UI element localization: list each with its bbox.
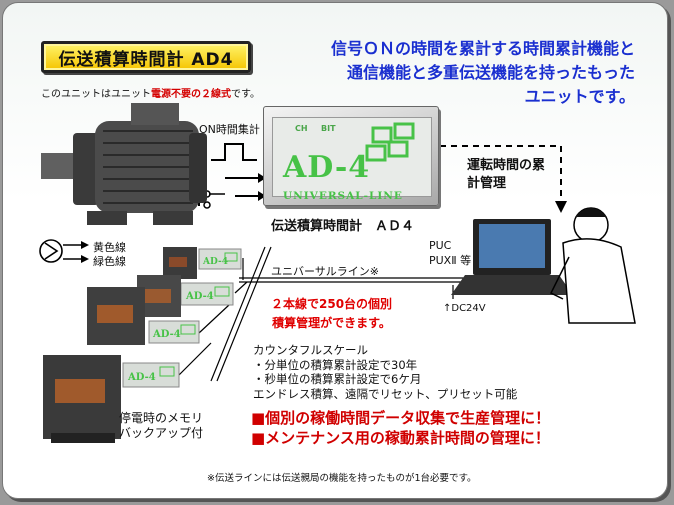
headline-line-2: 通信機能と多重伝送機能を持ったもった (346, 63, 635, 82)
spec-line-4: エンドレス積算、遠隔でリセット、プリセット可能 (253, 386, 518, 401)
dc24v-label: ↑DC24V (443, 303, 486, 314)
benefit-2: ■メンテナンス用の稼動累計時間の管理に！ (251, 429, 550, 447)
computer-image (451, 219, 573, 295)
run-time-line-1: 運転時間の累 (467, 158, 546, 173)
puc-label: PUC (429, 239, 452, 252)
product-title: 伝送積算時間計 AD4 (41, 41, 251, 73)
spec-line-1: カウンタフルスケール (253, 343, 368, 357)
device-caption: 伝送積算時間計 ＡＤ４ (271, 219, 415, 234)
press-machine-4 (43, 355, 121, 443)
operator-image (549, 207, 636, 324)
arrow-motor-head (258, 173, 266, 183)
small-unit-1: AD-4 (198, 248, 242, 270)
two-wire-note: ２本線で250台の個別 積算管理ができます。 (271, 295, 392, 333)
backup-note: 停電時のメモリ バックアップ付 (119, 411, 203, 441)
yellow-wire-label: 黄色線 (93, 241, 126, 254)
benefits: ■個別の稼働時間データ収集で生産管理に！ ■メンテナンス用の稼動累計時間の管理に… (251, 408, 550, 448)
run-time-line-2: 計管理 (467, 176, 507, 191)
benefit-1: ■個別の稼働時間データ収集で生産管理に！ (251, 409, 551, 427)
green-wire-label: 緑色線 (93, 255, 126, 268)
small-unit-4-label: AD-4 (127, 372, 156, 383)
device-line-name: UNIVERSAL-LINE (283, 190, 403, 202)
two-wire-line-2: 積算管理ができます。 (272, 316, 391, 330)
footnote: ※伝送ラインには伝送親局の機能を持ったものが1台必要です。 (207, 473, 477, 484)
small-unit-2: AD-4 (180, 282, 234, 306)
press-machine-3 (87, 287, 145, 345)
run-time-label: 運転時間の累 計管理 (467, 157, 545, 193)
motor-image (41, 103, 207, 225)
universal-line-label: ユニバーサルライン※ (271, 265, 379, 278)
headline-line-3: ユニットです。 (524, 87, 635, 106)
arrow-switch-head (258, 191, 266, 201)
backup-line-1: 停電時のメモリ (119, 411, 204, 425)
device-logo-icon (365, 122, 415, 162)
two-wire-line-1: ２本線で250台の個別 (271, 297, 393, 311)
counter-spec: カウンタフルスケール ・分単位の積算累計設定で30年 ・秒単位の積算累計設定で6… (253, 343, 517, 401)
small-unit-3: AD-4 (148, 320, 200, 344)
ad4-device-face: CH BIT AD-4 UNIVERSAL-LINE (272, 117, 432, 202)
spec-line-2: ・分単位の積算累計設定で30年 (253, 357, 418, 372)
power-note-suffix: です。 (231, 89, 260, 100)
small-unit-2-label: AD-4 (185, 291, 214, 302)
power-note-highlight: 電源不要の２線式 (151, 89, 231, 100)
pulse-symbol (211, 143, 257, 161)
power-note: このユニットはユニット電源不要の２線式です。 (41, 85, 260, 100)
sensor-symbol (39, 239, 63, 263)
spec-line-3: ・秒単位の積算累計設定で6ケ月 (253, 372, 422, 386)
on-time-label: ON時間集計 (199, 123, 260, 136)
diagram-panel: AD-4 AD-4 AD-4 AD-4 (2, 2, 668, 499)
small-unit-3-label: AD-4 (152, 329, 181, 340)
ad4-device-image: CH BIT AD-4 UNIVERSAL-LINE (263, 106, 439, 206)
press-machine-1 (163, 247, 197, 279)
backup-line-2: バックアップ付 (119, 426, 204, 440)
headline: 信号ＯＮの時間を累計する時間累計機能と 通信機能と多重伝送機能を持ったもった ユ… (285, 37, 635, 109)
pux-label: PUXⅡ 等 (429, 254, 472, 267)
small-unit-4: AD-4 (122, 362, 180, 388)
dashed-arrow (440, 145, 562, 203)
device-bit-label: BIT (321, 124, 336, 133)
small-unit-1-label: AD-4 (202, 257, 228, 267)
device-model-name: AD-4 (283, 150, 371, 185)
power-note-prefix: このユニットはユニット (41, 89, 151, 100)
headline-line-1: 信号ＯＮの時間を累計する時間累計機能と (330, 39, 635, 58)
diagram-lines: AD-4 AD-4 AD-4 AD-4 (39, 103, 636, 443)
device-ch-label: CH (295, 124, 308, 133)
